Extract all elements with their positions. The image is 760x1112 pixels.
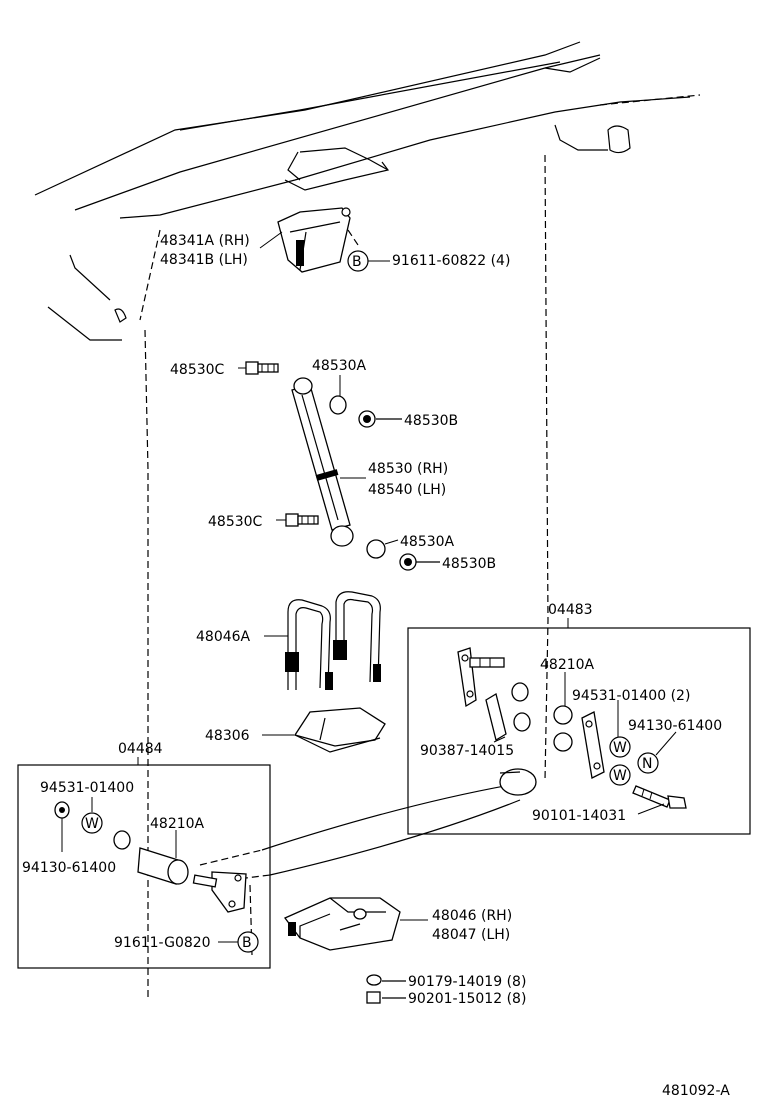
label-shock-lh: 48540 (LH) (368, 482, 446, 498)
label-kit-left: 04484 (118, 741, 163, 757)
bushing-icon (513, 712, 531, 732)
label-washer-right: 94531-01400 (2) (572, 688, 690, 704)
label-shock-nut-top: 48530B (404, 413, 458, 429)
pin-icon (485, 692, 507, 742)
leaf-spring-icon (199, 768, 537, 881)
label-pin-right: 90387-14015 (420, 743, 514, 759)
washer-icon (553, 732, 573, 752)
symbol-b-top: B (352, 254, 362, 270)
n-symbol-icon (637, 752, 659, 774)
symbol-w-left: W (85, 816, 99, 832)
label-washer-bottom: 90179-14019 (8) (408, 974, 526, 990)
label-shock-bush-top: 48530A (312, 358, 367, 374)
washer-icon (553, 705, 573, 725)
spring-seat-icon (293, 707, 386, 753)
bushing-icon (113, 830, 131, 850)
label-plate-rh: 48046 (RH) (432, 908, 512, 924)
spring-plate-icon (283, 897, 401, 951)
label-bush-left: 48210A (150, 816, 205, 832)
label-bolt-b-top: 91611-60822 (4) (392, 253, 510, 269)
label-shock-nut-bottom: 48530B (442, 556, 496, 572)
label-nut-bottom: 90201-15012 (8) (408, 991, 526, 1007)
nut-icon (366, 991, 381, 1004)
label-seat: 48306 (205, 728, 250, 744)
label-kit-right: 04483 (548, 602, 593, 618)
symbol-w-right-1: W (613, 740, 627, 756)
symbol-w-right-2: W (613, 768, 627, 784)
label-shock-bolt-bottom: 48530C (208, 514, 263, 530)
bolt-icon (285, 513, 319, 527)
label-shock-bush-bottom: 48530A (400, 534, 455, 550)
u-bolt-icon (285, 591, 381, 690)
b-symbol-icon (237, 931, 259, 953)
frame-rail-icon (34, 41, 701, 341)
label-shock-bolt-top: 48530C (170, 362, 225, 378)
symbol-n-right: N (642, 756, 652, 772)
kit-box-left (17, 764, 271, 969)
washer-icon (366, 974, 382, 986)
diagram-code: 481092-A (662, 1083, 730, 1099)
label-u-bolt: 48046A (196, 629, 251, 645)
label-bush-right: 48210A (540, 657, 595, 673)
shock-absorber-icon (291, 377, 354, 547)
w-symbol-icon (609, 764, 631, 786)
bushing-icon (366, 539, 386, 559)
label-shock-rh: 48530 (RH) (368, 461, 448, 477)
bushing-icon (511, 682, 529, 702)
bolt-icon (632, 785, 687, 809)
label-bracket-lh: 48341B (LH) (160, 252, 248, 268)
w-symbol-icon (81, 812, 103, 834)
spring-eye-icon (137, 847, 189, 885)
symbol-b-left: B (242, 935, 252, 951)
label-nut-right: 94130-61400 (628, 718, 722, 734)
shackle-icon (457, 647, 505, 708)
shackle-plate-icon (581, 711, 605, 779)
kit-box-right (407, 627, 751, 835)
label-plate-lh: 48047 (LH) (432, 927, 510, 943)
label-bracket-rh: 48341A (RH) (160, 233, 250, 249)
bushing-icon (329, 395, 347, 415)
label-washer-left: 94531-01400 (40, 780, 134, 796)
label-bolt-right: 90101-14031 (532, 808, 626, 824)
shackle-icon (192, 871, 247, 913)
label-nut-left: 94130-61400 (22, 860, 116, 876)
bracket-icon (277, 207, 351, 273)
w-symbol-icon (609, 736, 631, 758)
label-bolt-b-left: 91611-G0820 (114, 935, 211, 951)
bolt-icon (245, 361, 279, 375)
